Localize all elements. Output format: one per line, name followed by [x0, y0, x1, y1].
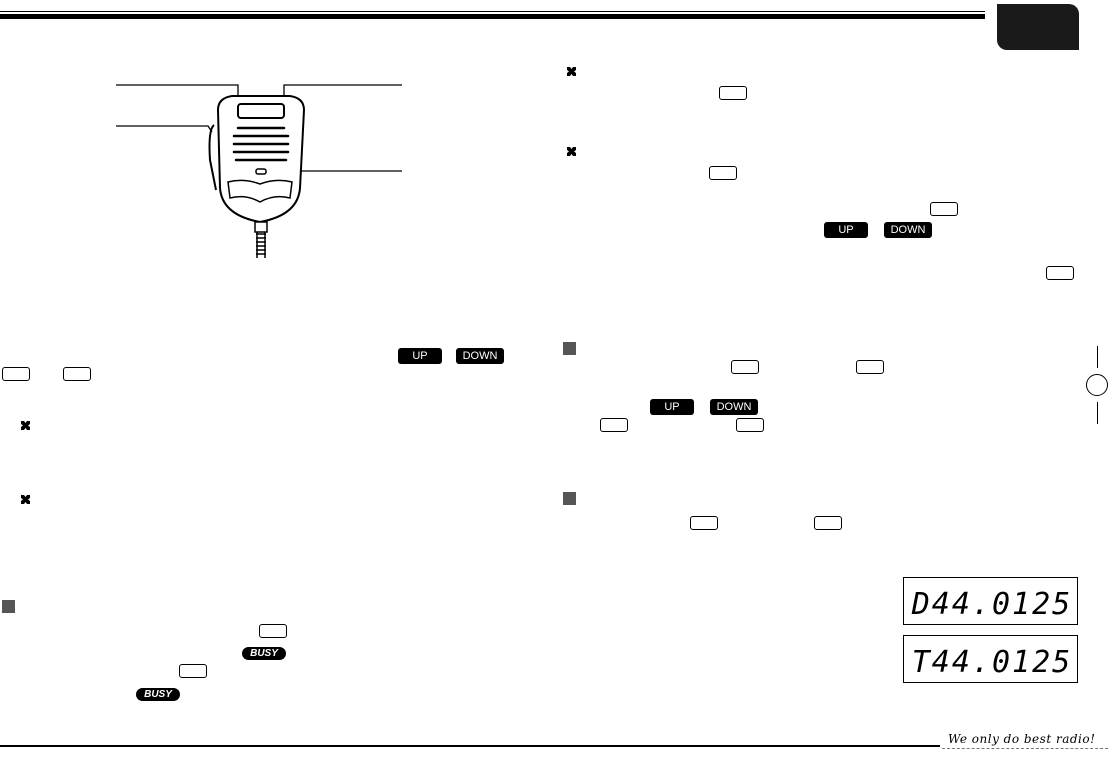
square-marker-icon	[563, 342, 576, 355]
down-label: DOWN	[890, 224, 926, 236]
key-icon	[719, 86, 747, 100]
busy-badge: BUSY	[242, 647, 286, 660]
callout-line-top-left	[116, 84, 239, 98]
key-icon	[814, 516, 842, 530]
footer-slogan: We only do best radio!	[948, 732, 1096, 746]
down-button-badge: DOWN	[456, 348, 504, 364]
busy-badge: BUSY	[136, 688, 180, 701]
microphone-diagram	[116, 84, 402, 258]
page-marker-line	[1097, 346, 1098, 368]
key-icon	[2, 367, 30, 381]
header-thin-rule	[0, 11, 985, 12]
footer-rule	[0, 745, 940, 747]
square-marker-icon	[563, 492, 576, 505]
key-icon	[930, 202, 958, 216]
page-marker-circle	[1086, 374, 1108, 396]
key-icon	[731, 360, 759, 374]
key-icon	[259, 624, 287, 638]
down-button-badge: DOWN	[884, 222, 932, 238]
up-label: UP	[838, 224, 854, 236]
lcd-text-2: T44.0125	[912, 645, 1073, 680]
lcd-text-1: D44.0125	[911, 587, 1073, 622]
cross-bullet-icon	[567, 67, 576, 76]
up-button-badge: UP	[398, 348, 442, 364]
key-icon	[690, 516, 718, 530]
down-label: DOWN	[716, 401, 752, 413]
cross-bullet-icon	[21, 421, 30, 430]
key-icon	[856, 360, 884, 374]
cross-bullet-icon	[567, 147, 576, 156]
header-thick-rule	[0, 14, 985, 19]
key-icon	[179, 664, 207, 678]
square-marker-icon	[2, 600, 15, 613]
down-label: DOWN	[462, 350, 498, 362]
up-button-badge: UP	[824, 222, 868, 238]
page-marker-line	[1097, 402, 1098, 424]
down-button-badge: DOWN	[710, 399, 758, 415]
lcd-display-2: T44.0125	[903, 635, 1078, 683]
key-icon	[600, 418, 628, 432]
up-button-badge: UP	[650, 399, 694, 415]
lcd-display-1: D44.0125	[903, 577, 1078, 625]
footer-slogan-underline	[942, 748, 1108, 749]
key-icon	[736, 418, 764, 432]
up-label: UP	[664, 401, 680, 413]
chapter-tab	[997, 4, 1079, 50]
cross-bullet-icon	[21, 495, 30, 504]
callout-line-side	[116, 125, 213, 133]
callout-line-top-right	[283, 84, 402, 98]
key-icon	[63, 367, 91, 381]
key-icon	[709, 166, 737, 180]
up-label: UP	[412, 350, 428, 362]
busy-label: BUSY	[144, 689, 172, 700]
busy-label: BUSY	[250, 648, 278, 659]
key-icon	[1046, 266, 1074, 280]
